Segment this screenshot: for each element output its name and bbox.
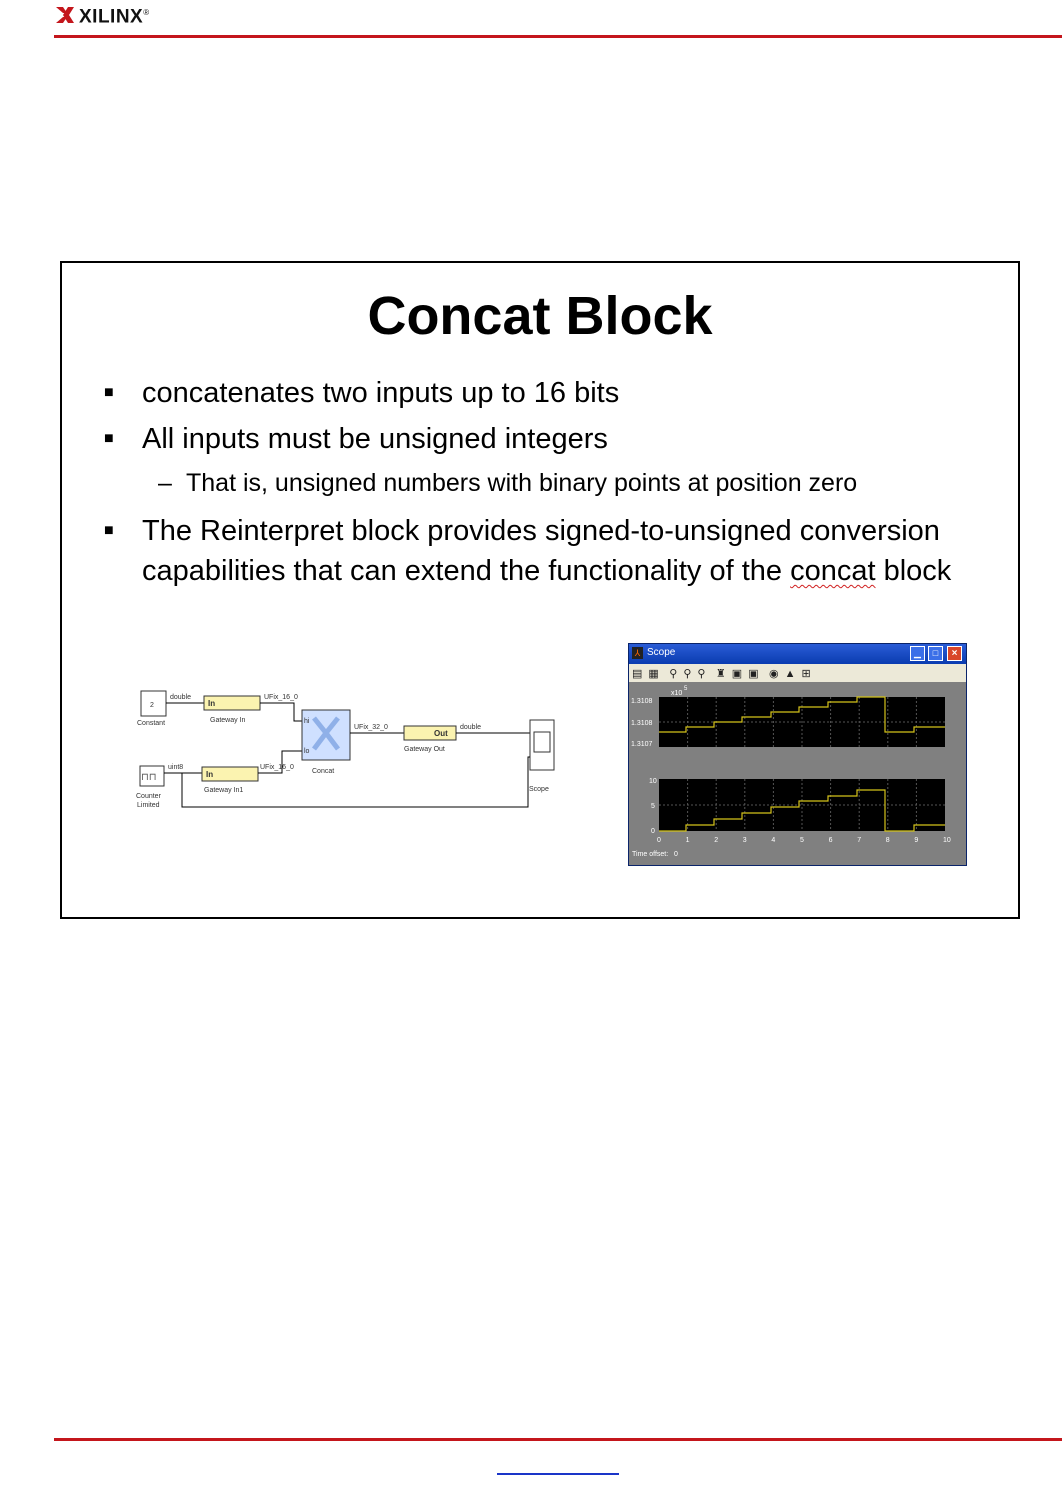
footer-link[interactable] [497,1473,619,1475]
bottom-tick-1: 5 [651,803,655,810]
signal-select-icon[interactable]: ⊞ [801,668,811,680]
bullet-2: ■All inputs must be unsigned integers [104,423,608,455]
bullet-1: ■concatenates two inputs up to 16 bits [104,377,620,409]
counter-label-2: Limited [137,802,160,809]
maximize-icon[interactable]: □ [928,646,943,661]
gateway-in1-label: Gateway In1 [204,787,243,794]
time-offset-label: Time offset: [632,851,669,858]
x-tick-label: 1 [686,837,690,844]
signal-uint: uint8 [168,764,183,771]
top-tick-0: 1.3108 [631,698,653,705]
minimize-icon[interactable]: ▁ [910,646,925,661]
constant-value: 2 [150,702,154,709]
x-tick-label: 8 [886,837,890,844]
xilinx-mark-icon [56,7,74,24]
zoom-in-icon[interactable]: ⚲ [669,668,678,680]
counter-block [139,765,165,787]
slide-title: Concat Block [367,286,713,346]
signal-ufix32: UFix_32_0 [354,724,388,731]
gateway-out-label: Gateway Out [404,746,445,753]
sub-bullet: –That is, unsigned numbers with binary p… [158,469,858,497]
exponent-label: x10 [671,690,682,697]
x-tick-label: 10 [943,837,951,844]
counter-waveform-icon: ⊓⊓ [141,772,157,783]
simulink-diagram: 2 Constant double In Gateway In UFix_16_… [136,690,555,809]
lock-icon[interactable]: ▲ [784,668,796,680]
top-tick-1: 1.3108 [631,720,653,727]
scope-titlebar: ⅄ Scope ▁ □ × [629,644,966,664]
x-tick-label: 5 [800,837,804,844]
bottom-tick-2: 0 [651,828,655,835]
top-trace [659,696,945,733]
logo-text: XILINX® [79,6,150,28]
x-tick-label: 4 [771,837,775,844]
params-icon[interactable]: ▦ [648,668,659,680]
x-tick-label: 9 [914,837,918,844]
zoom-y-icon[interactable]: ⚲ [697,668,706,680]
scope-toolbar: ▤ ▦ ⚲ ⚲ ⚲ ♜ ▣ ▣ ◉ ▲ ⊞ [629,664,966,682]
scope-footer: Time offset: 0 [632,851,678,858]
scope-plot: x10 5 1.3108 1.3108 1.3107 10 5 0 0 1 2 3 4 5… [631,686,951,844]
gateway-in-text: In [208,699,215,708]
slide-frame: Concat Block ■concatenates two inputs up… [60,261,1020,919]
scope-title: Scope [647,647,676,658]
footer-rule [54,1438,1062,1441]
gateway-in-label: Gateway In [210,717,246,724]
concat-label: Concat [312,768,334,775]
port-lo: lo [304,748,310,755]
constant-label: Constant [137,720,165,727]
time-offset-value: 0 [674,851,678,858]
signal-double-1: double [170,694,191,701]
xilinx-logo: XILINX® [55,3,150,27]
signal-double-2: double [460,724,481,731]
x-tick-label: 2 [714,837,718,844]
close-icon[interactable]: × [947,646,962,661]
constant-block [140,690,167,717]
x-tick-label: 6 [829,837,833,844]
gateway-out-text: Out [434,729,448,738]
zoom-x-icon[interactable]: ⚲ [683,668,692,680]
gateway-out-block [403,725,457,741]
x-tick-label: 0 [657,837,661,844]
bullet-3: ■The Reinterpret block provides signed-t… [104,515,952,587]
header-rule [54,35,1062,38]
x-tick-label: 3 [743,837,747,844]
save-axes-icon[interactable]: ▣ [731,668,743,680]
restore-axes-icon[interactable]: ▣ [748,668,759,680]
page-header: XILINX® [0,0,1062,40]
matlab-icon: ⅄ [632,647,643,659]
port-hi: hi [304,718,310,725]
bottom-trace [659,789,945,832]
gateway-in1-block [201,766,259,782]
float-icon[interactable]: ◉ [769,668,779,680]
exponent-power: 5 [684,686,688,692]
top-tick-2: 1.3107 [631,741,653,748]
scope-window: ⅄ Scope ▁ □ × ▤ ▦ ⚲ ⚲ ⚲ ♜ ▣ ▣ ◉ ▲ ⊞ x10 5 1.310… [628,643,967,866]
x-tick-label: 7 [857,837,861,844]
gateway-in1-text: In [206,770,213,779]
bottom-tick-0: 10 [649,778,657,785]
scope-label: Scope [529,786,549,793]
print-icon[interactable]: ▤ [632,668,643,680]
signal-ufix-bottom: UFix_16_0 [260,764,294,771]
signal-ufix-top: UFix_16_0 [264,694,298,701]
autoscale-icon[interactable]: ♜ [715,668,726,680]
counter-label-1: Counter [136,793,162,800]
